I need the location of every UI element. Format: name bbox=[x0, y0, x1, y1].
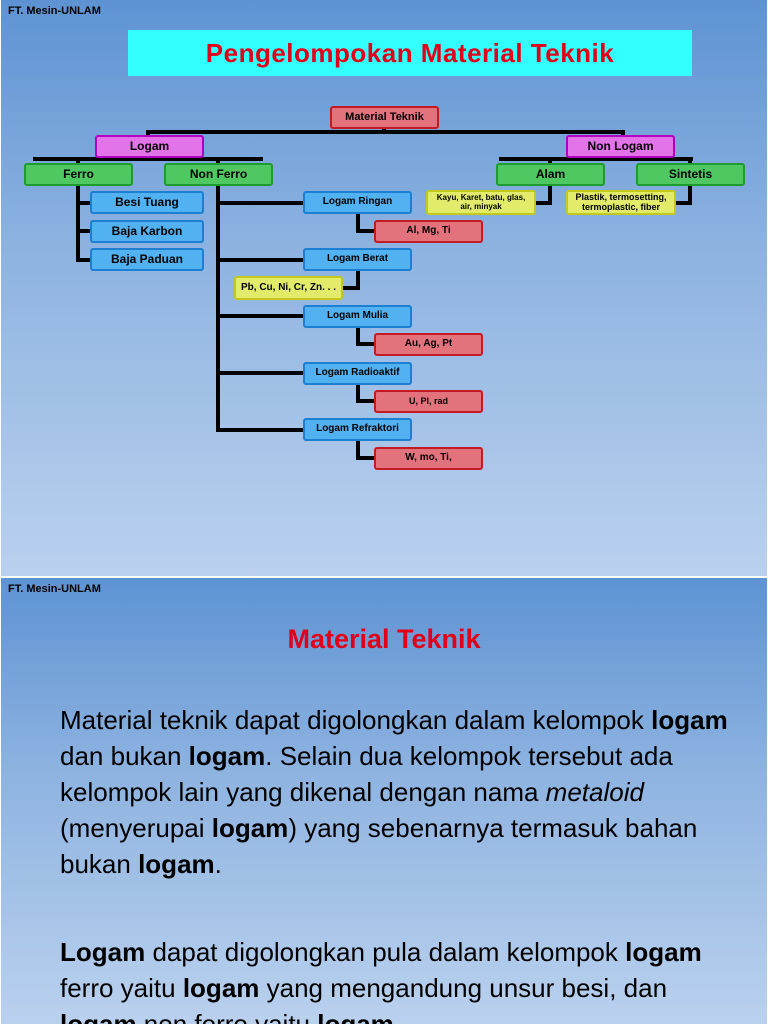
node-logam-berat: Logam Berat bbox=[303, 248, 412, 271]
paragraph-2: Logam dapat digolongkan pula dalam kelom… bbox=[60, 937, 702, 1024]
node-besi-tuang: Besi Tuang bbox=[90, 191, 204, 214]
node-logam-ringan: Logam Ringan bbox=[303, 191, 412, 214]
node-logam-radioaktif: Logam Radioaktif bbox=[303, 362, 412, 385]
node-non-logam: Non Logam bbox=[566, 135, 675, 158]
slide-classification-chart: FT. Mesin-UNLAM Pengelompokan Material T… bbox=[1, 0, 767, 576]
node-logam-refraktori-examples: W, mo, Ti, bbox=[374, 447, 483, 470]
node-baja-karbon: Baja Karbon bbox=[90, 220, 204, 243]
node-logam: Logam bbox=[95, 135, 204, 158]
node-ferro: Ferro bbox=[24, 163, 133, 186]
connector-refraktori-ex bbox=[356, 439, 376, 460]
node-logam-mulia: Logam Mulia bbox=[303, 305, 412, 328]
header-tag: FT. Mesin-UNLAM bbox=[8, 583, 101, 595]
connector-lines bbox=[33, 127, 693, 460]
node-non-ferro: Non Ferro bbox=[164, 163, 273, 186]
node-logam-radioaktif-examples: U, Pl, rad bbox=[374, 390, 483, 413]
node-logam-refraktori: Logam Refraktori bbox=[303, 418, 412, 441]
connector-mulia-ex bbox=[356, 325, 376, 346]
connector-sintetis-ex bbox=[674, 184, 692, 205]
connector-alam-ex bbox=[534, 184, 552, 205]
connector-ringan-ex bbox=[356, 212, 376, 233]
slide-material-teknik-text: FT. Mesin-UNLAM Material Teknik Material… bbox=[1, 578, 767, 1024]
node-sintetis-examples: Plastik, termosetting, termoplastic, fib… bbox=[566, 190, 676, 215]
node-alam: Alam bbox=[496, 163, 605, 186]
node-logam-mulia-examples: Au, Ag, Pt bbox=[374, 333, 483, 356]
header-tag: FT. Mesin-UNLAM bbox=[8, 5, 101, 17]
node-alam-examples: Kayu, Karet, batu, glas, air, minyak bbox=[426, 190, 536, 215]
slide-title: Material Teknik bbox=[287, 624, 481, 654]
node-logam-berat-examples: Pb, Cu, Ni, Cr, Zn. . . bbox=[234, 276, 343, 300]
node-baja-paduan: Baja Paduan bbox=[90, 248, 204, 271]
node-logam-ringan-examples: Al, Mg, Ti bbox=[374, 220, 483, 243]
node-sintetis: Sintetis bbox=[636, 163, 745, 186]
connector-berat-ex bbox=[341, 269, 360, 290]
connector-radioaktif-ex bbox=[356, 382, 376, 403]
node-material-teknik: Material Teknik bbox=[330, 106, 439, 129]
paragraph-1: Material teknik dapat digolongkan dalam … bbox=[60, 705, 728, 879]
slide-title: Pengelompokan Material Teknik bbox=[128, 30, 692, 76]
